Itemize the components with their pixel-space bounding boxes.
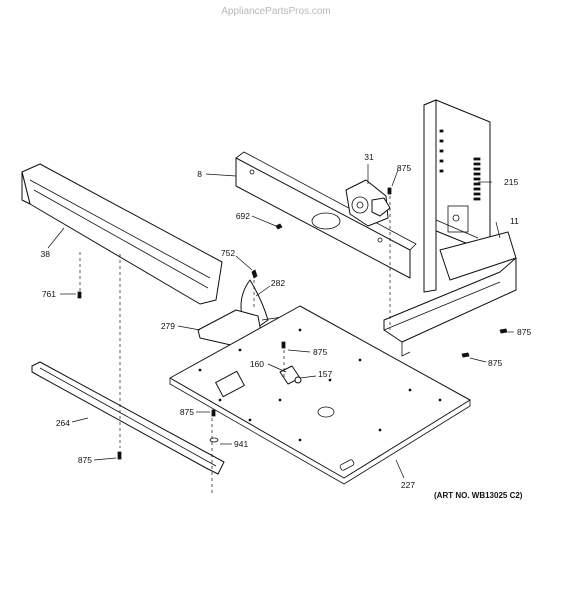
part-227-base-plate (169, 305, 471, 485)
callout-8: 8 (197, 169, 202, 179)
screws (77, 187, 508, 460)
callout-227: 227 (401, 480, 415, 490)
callout-875-left-2: 875 (78, 455, 92, 465)
callout-761: 761 (42, 289, 56, 299)
callout-875-left-1: 875 (180, 407, 194, 417)
part-8-panel (235, 151, 417, 279)
callout-875-top: 875 (397, 163, 411, 173)
callout-941: 941 (234, 439, 248, 449)
assembly-lines (79, 196, 391, 496)
callout-875-mid: 875 (313, 347, 327, 357)
callout-264: 264 (56, 418, 70, 428)
callout-215: 215 (504, 177, 518, 187)
watermark-text: AppliancePartsPros.com (221, 6, 331, 17)
leader-lines (47, 164, 514, 479)
callout-11: 11 (510, 216, 519, 226)
part-38-vent-trim (21, 163, 223, 305)
callout-279: 279 (161, 321, 175, 331)
art-number: (ART NO. WB13025 C2) (434, 491, 523, 500)
part-31-blower (345, 179, 391, 227)
callout-875-right-2: 875 (488, 358, 502, 368)
callout-875-right-1: 875 (517, 327, 531, 337)
callout-labels: 8 31 875 215 11 692 38 752 282 761 279 8… (41, 152, 532, 490)
callout-282: 282 (271, 278, 285, 288)
callout-31: 31 (364, 152, 374, 162)
callout-692: 692 (236, 211, 250, 221)
part-264-strip (31, 361, 225, 475)
callout-157: 157 (318, 369, 332, 379)
part-11-rail (383, 231, 517, 357)
part-215-side-panel (423, 99, 491, 293)
callout-38: 38 (41, 249, 51, 259)
callout-752: 752 (221, 248, 235, 258)
callout-160: 160 (250, 359, 264, 369)
